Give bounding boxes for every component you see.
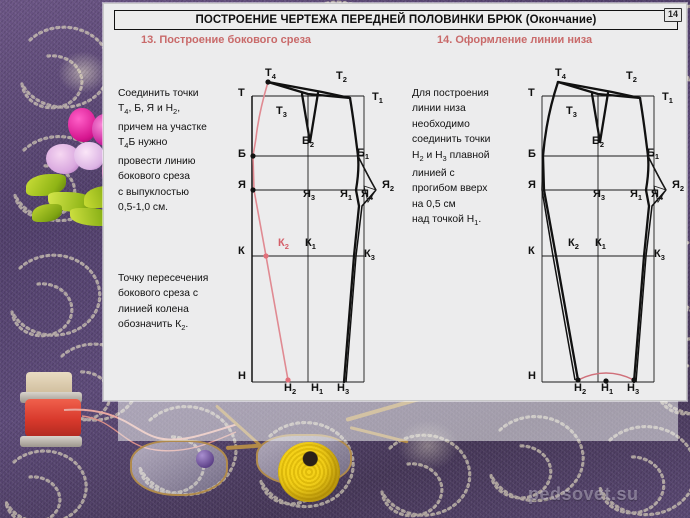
point-H3 <box>631 377 637 383</box>
point-label-H1: Н1 <box>311 382 323 396</box>
point-label-H1: Н1 <box>601 382 613 396</box>
slide-content-card: ПОСТРОЕНИЕ ЧЕРТЕЖА ПЕРЕДНЕЙ ПОЛОВИНКИ БР… <box>103 3 687 401</box>
point-label-Ya: Я <box>528 179 536 191</box>
paper-sheet-shadow <box>118 401 678 441</box>
point-label-T4: Т4 <box>265 67 277 81</box>
point-label-Ya2: Я2 <box>672 179 684 193</box>
point-label-T: Т <box>528 87 535 99</box>
point-label-T1: Т1 <box>372 91 383 105</box>
point-label-B: Б <box>238 148 246 160</box>
point-K2 <box>263 253 269 259</box>
point-label-T3: Т3 <box>566 105 577 119</box>
flower-bouquet <box>18 108 128 233</box>
point-label-K2: К2 <box>278 237 289 251</box>
point-label-Ya: Я <box>238 179 246 191</box>
point-label-B: Б <box>528 148 536 160</box>
point-label-H3: Н3 <box>337 382 349 396</box>
section-heading-14: 14. Оформление линии низа <box>437 34 593 46</box>
point-label-B1: Б1 <box>647 147 659 161</box>
point-label-Ya4: Я4 <box>361 188 374 202</box>
point-label-K3: К3 <box>364 248 375 262</box>
point-label-B1: Б1 <box>357 147 369 161</box>
thread-spool-red <box>20 392 89 450</box>
slide-title-box: ПОСТРОЕНИЕ ЧЕРТЕЖА ПЕРЕДНЕЙ ПОЛОВИНКИ БР… <box>114 10 678 30</box>
point-label-T3: Т3 <box>276 105 287 119</box>
point-label-T4: Т4 <box>555 67 567 81</box>
point-H2 <box>285 377 291 383</box>
point-H2 <box>575 377 581 383</box>
watermark: pedsovet.su <box>528 484 639 504</box>
point-label-H: Н <box>238 370 246 382</box>
bead <box>196 450 214 468</box>
point-H1 <box>603 378 609 384</box>
point-label-H2: Н2 <box>284 382 296 396</box>
point-label-T1: Т1 <box>662 91 673 105</box>
point-label-H: Н <box>528 370 536 382</box>
point-Ya <box>250 187 256 193</box>
section-heading-13: 13. Построение бокового среза <box>141 34 312 46</box>
yarn-ball-yellow <box>278 442 340 502</box>
point-label-K3: К3 <box>654 248 665 262</box>
point-label-Ya2: Я2 <box>382 179 394 193</box>
page-number-badge: 14 <box>663 8 682 22</box>
point-label-T2: Т2 <box>336 70 347 84</box>
point-label-K: К <box>528 245 535 257</box>
point-label-Ya4: Я4 <box>651 188 664 202</box>
point-label-H3: Н3 <box>627 382 639 396</box>
point-label-K: К <box>238 245 245 257</box>
point-label-T: Т <box>238 87 245 99</box>
point-label-B2: Б2 <box>302 135 314 149</box>
point-label-K1: К1 <box>305 237 316 251</box>
point-label-T2: Т2 <box>626 70 637 84</box>
page-title: ПОСТРОЕНИЕ ЧЕРТЕЖА ПЕРЕДНЕЙ ПОЛОВИНКИ БР… <box>195 14 597 26</box>
point-label-K2: К2 <box>568 237 579 251</box>
point-label-H2: Н2 <box>574 382 586 396</box>
point-T4 <box>265 79 271 85</box>
point-label-K1: К1 <box>595 237 606 251</box>
point-B <box>250 153 256 159</box>
hem-curve <box>577 372 635 381</box>
point-label-B2: Б2 <box>592 135 604 149</box>
